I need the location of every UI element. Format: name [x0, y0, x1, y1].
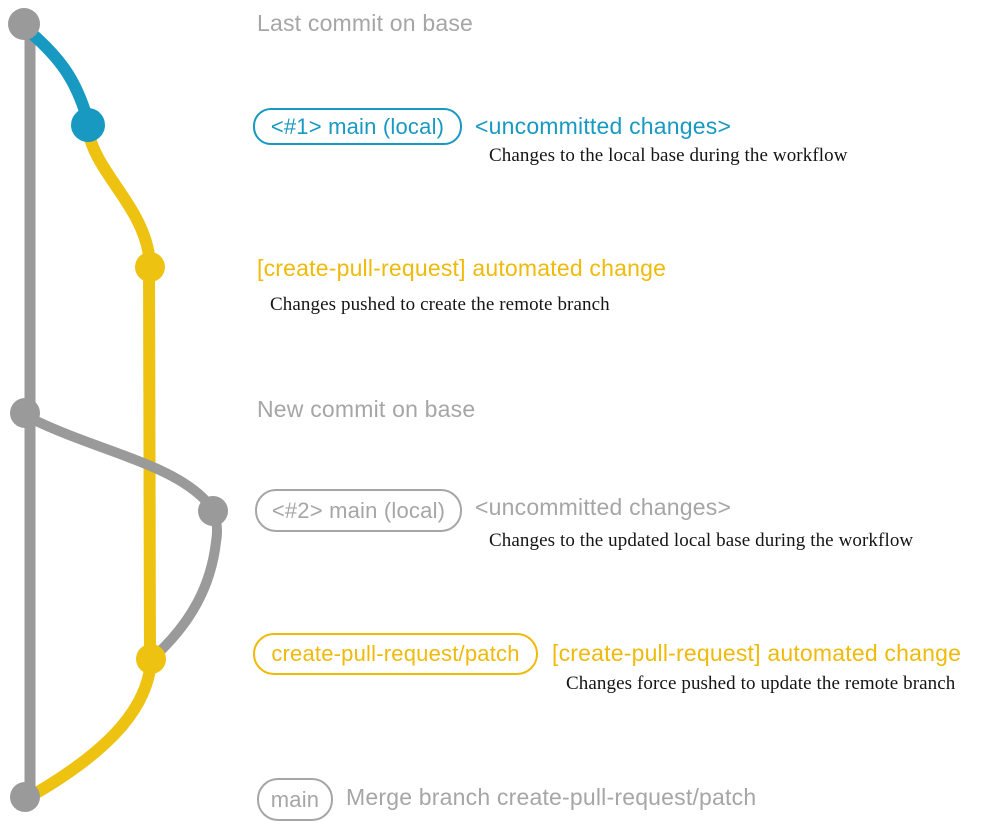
- branch-badge-main-local-1: <#1> main (local): [253, 108, 462, 145]
- branch-badge-main: main: [257, 778, 333, 821]
- commit-node-local-main-1: [71, 108, 105, 142]
- branch-badge-main-local-2-label: <#2> main (local): [271, 497, 446, 523]
- local-main-branch-line-2: [25, 413, 223, 662]
- branch-badge-main-local-2: <#2> main (local): [255, 489, 462, 532]
- automated-change-desc-1: Changes pushed to create the remote bran…: [270, 294, 610, 315]
- commit-node-new-base: [10, 398, 40, 428]
- uncommitted-changes-label-1: <uncommitted changes>: [475, 113, 732, 139]
- uncommitted-changes-label-2: <uncommitted changes>: [475, 494, 732, 520]
- branch-badge-main-label: main: [270, 786, 320, 812]
- last-commit-on-base-label: Last commit on base: [257, 10, 474, 36]
- commit-node-last-base: [8, 8, 40, 40]
- commit-node-remote-2: [136, 644, 166, 674]
- branch-badge-patch: create-pull-request/patch: [253, 633, 538, 675]
- uncommitted-changes-desc-2: Changes to the updated local base during…: [489, 530, 914, 551]
- automated-change-desc-2: Changes force pushed to update the remot…: [566, 673, 956, 694]
- commit-node-merge: [10, 782, 40, 812]
- branch-badge-main-local-1-label: <#1> main (local): [270, 113, 445, 139]
- automated-change-label-2: [create-pull-request] automated change: [552, 640, 962, 666]
- commit-node-remote-1: [135, 252, 165, 282]
- merge-branch-line: [32, 656, 157, 798]
- branch-badge-patch-label: create-pull-request/patch: [271, 641, 520, 666]
- automated-change-label-1: [create-pull-request] automated change: [257, 255, 667, 281]
- remote-branch-line: [82, 124, 156, 666]
- merge-branch-label: Merge branch create-pull-request/patch: [346, 784, 757, 810]
- local-main-branch-line-1: [24, 26, 93, 124]
- new-commit-on-base-label: New commit on base: [257, 396, 476, 422]
- uncommitted-changes-desc-1: Changes to the local base during the wor…: [489, 145, 848, 166]
- commit-node-local-main-2: [198, 496, 228, 526]
